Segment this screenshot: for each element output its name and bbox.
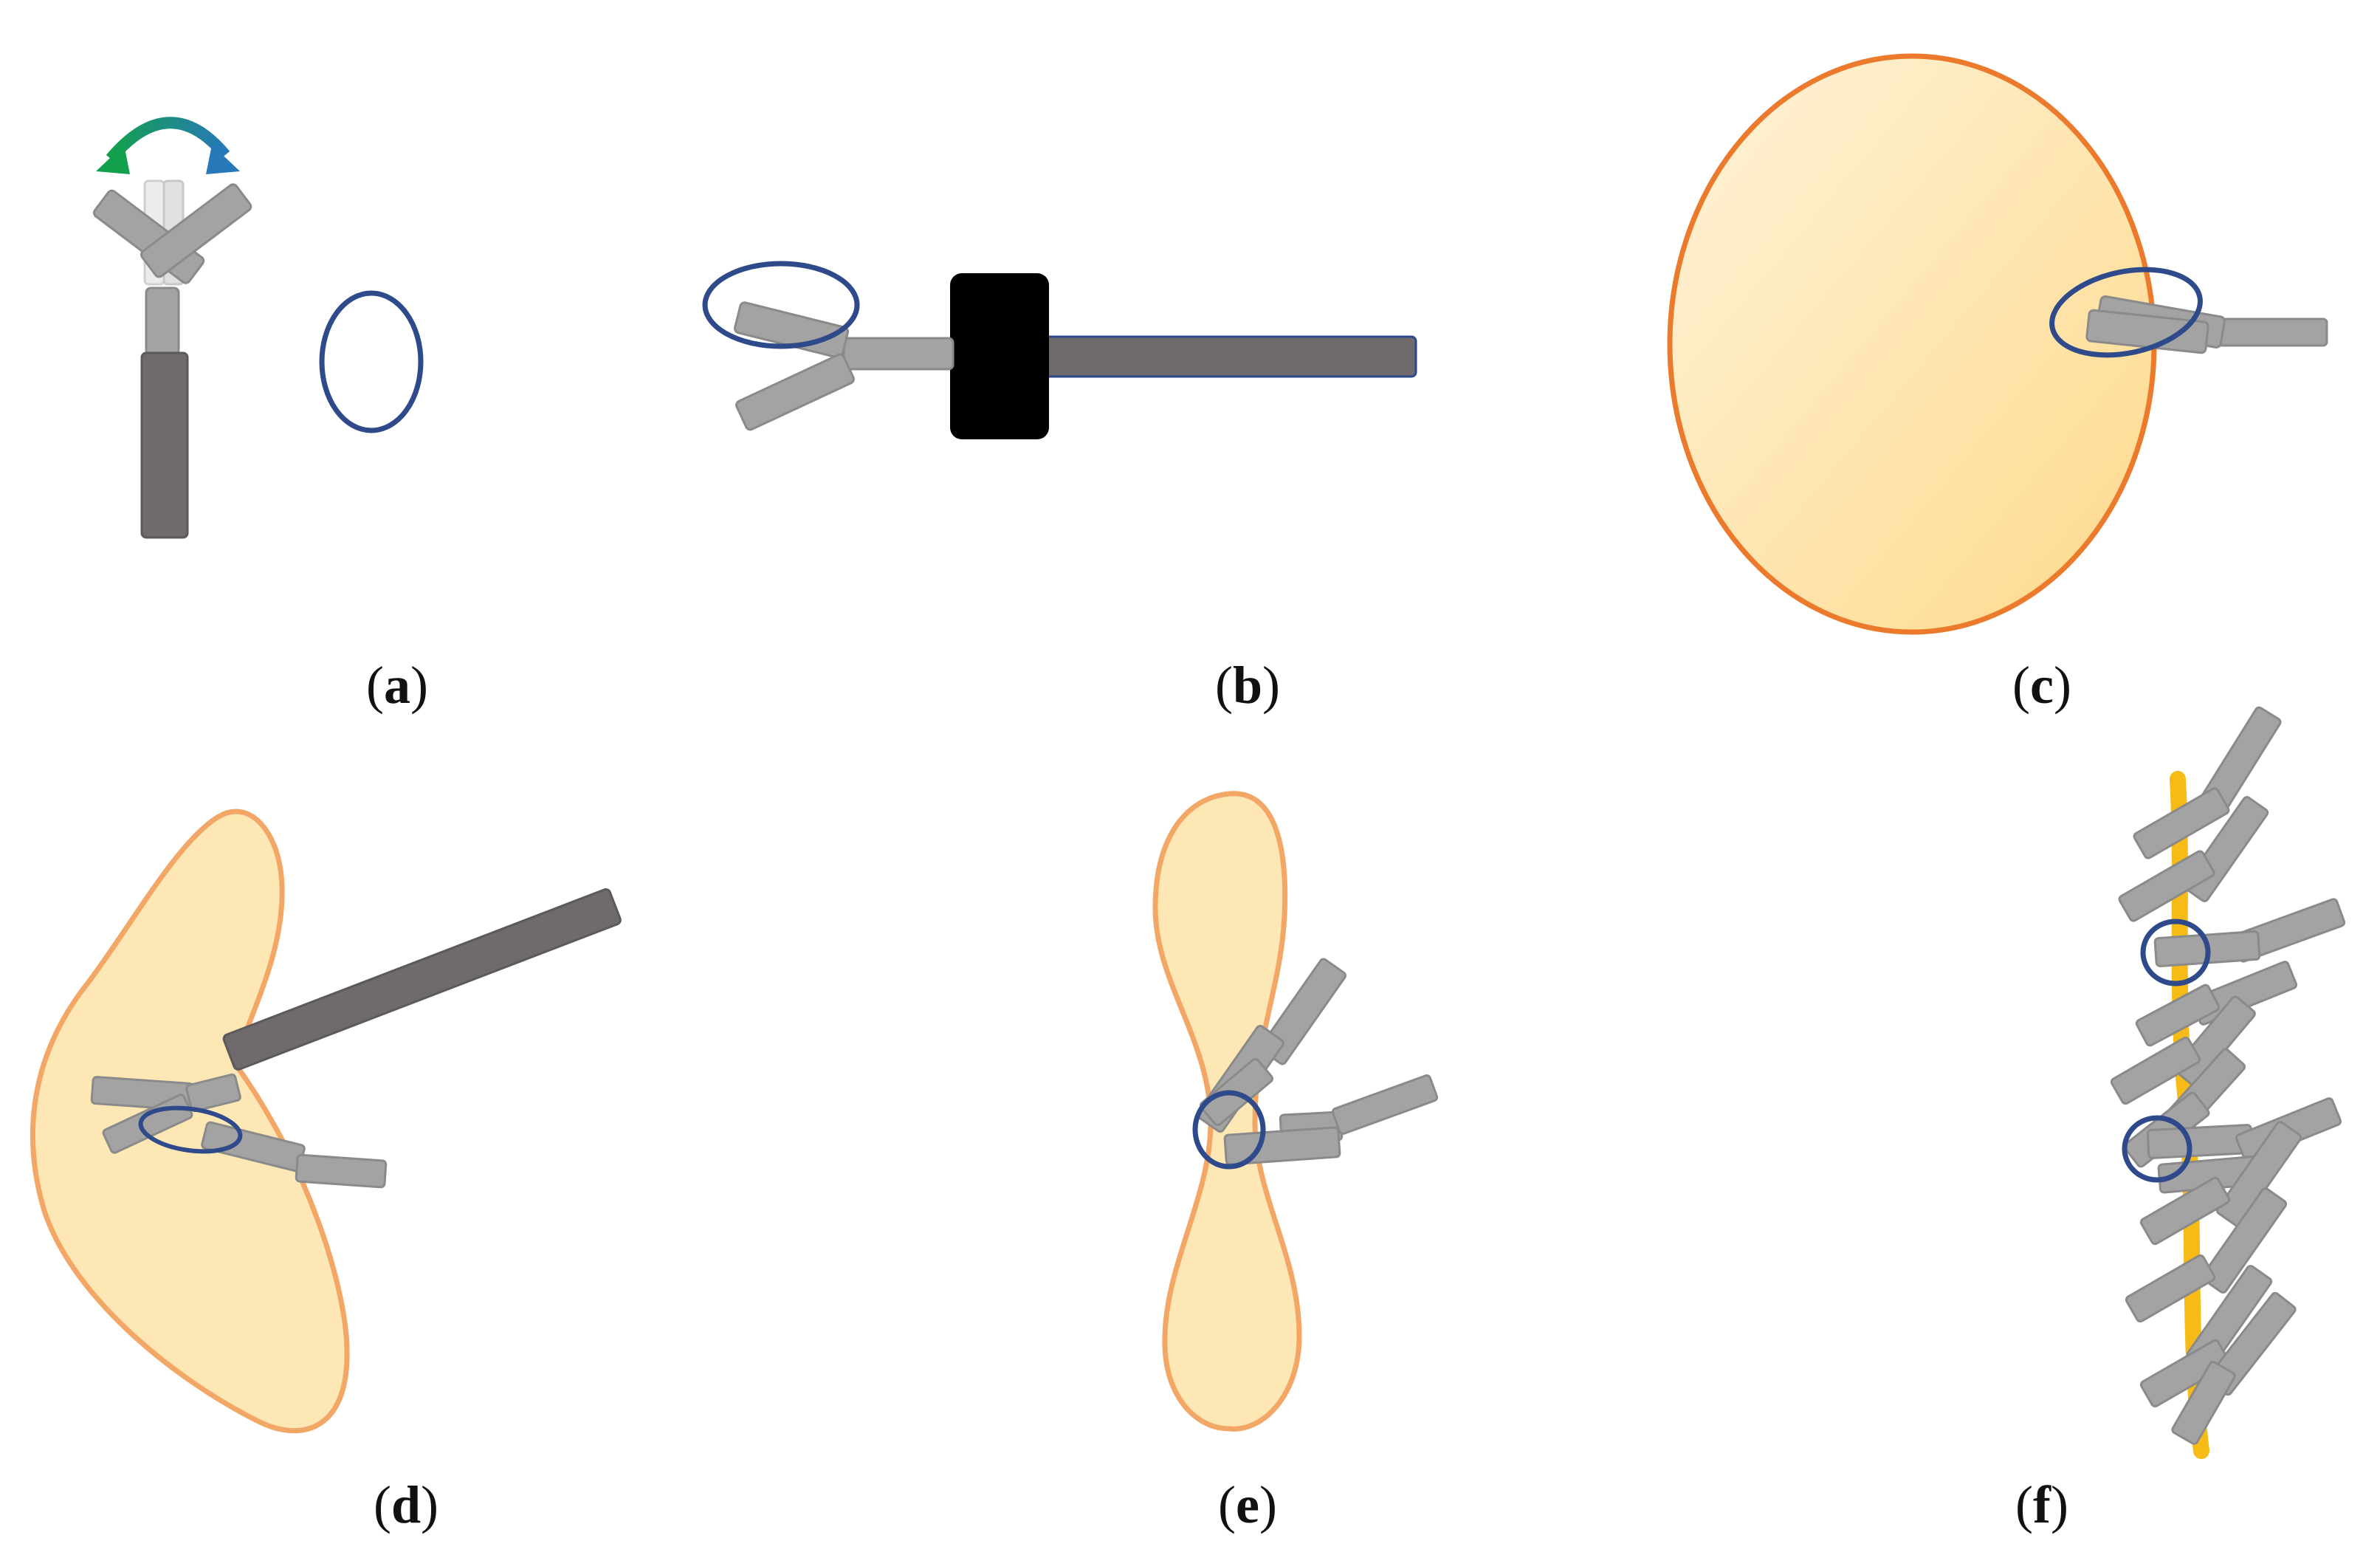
antigen-ring	[2122, 1115, 2192, 1183]
panel-label-d: (d)	[374, 1475, 438, 1534]
antibody-stack	[2110, 706, 2346, 1445]
panel-f	[2110, 706, 2346, 1459]
antibody-arm	[2215, 1121, 2302, 1227]
antigen-ring	[138, 1105, 243, 1154]
panel-label-b: (b)	[1215, 656, 1280, 715]
antibody-arm	[735, 353, 855, 431]
panel-label-c: (c)	[2012, 656, 2071, 715]
antigen-ring	[1192, 1090, 1266, 1170]
panel-label-e: (e)	[1218, 1475, 1277, 1534]
cell-round	[1667, 53, 2157, 635]
antibody-arm	[2125, 1254, 2216, 1323]
antibody-arm	[2110, 1036, 2201, 1105]
antibody-arm	[1331, 1074, 1439, 1135]
antibody-stem	[222, 888, 622, 1071]
antibody-arm	[295, 1153, 388, 1189]
antibody-arm	[2139, 1339, 2231, 1408]
antibody-y	[92, 183, 252, 539]
antibody-arm	[733, 301, 850, 359]
panel-d	[30, 809, 622, 1434]
antigen-ring	[702, 261, 860, 349]
antigen-ring	[2049, 267, 2203, 358]
antibody-arm	[2135, 984, 2221, 1047]
antibody-arm	[2139, 1176, 2231, 1246]
antibody-arm	[2133, 787, 2230, 859]
antigen-ring	[2140, 919, 2211, 986]
cell-boomerang	[30, 809, 350, 1434]
panel-c	[1667, 53, 2328, 635]
panel-e	[1152, 791, 1439, 1432]
antigen-ring	[319, 290, 424, 433]
curved-double-arrow-icon	[96, 117, 240, 174]
antibody-arm	[2171, 1361, 2236, 1445]
black-block	[950, 273, 1049, 439]
antibody-stem	[995, 335, 1417, 378]
panel-b	[702, 261, 1417, 439]
antibody-arm	[2118, 850, 2215, 922]
panel-label-a: (a)	[366, 656, 428, 715]
antibody-neck	[842, 337, 955, 371]
panel-label-f: (f)	[2015, 1475, 2068, 1534]
panel-a	[92, 117, 424, 539]
antibody-arm	[185, 1073, 241, 1113]
antibody-arm	[2201, 1187, 2288, 1294]
